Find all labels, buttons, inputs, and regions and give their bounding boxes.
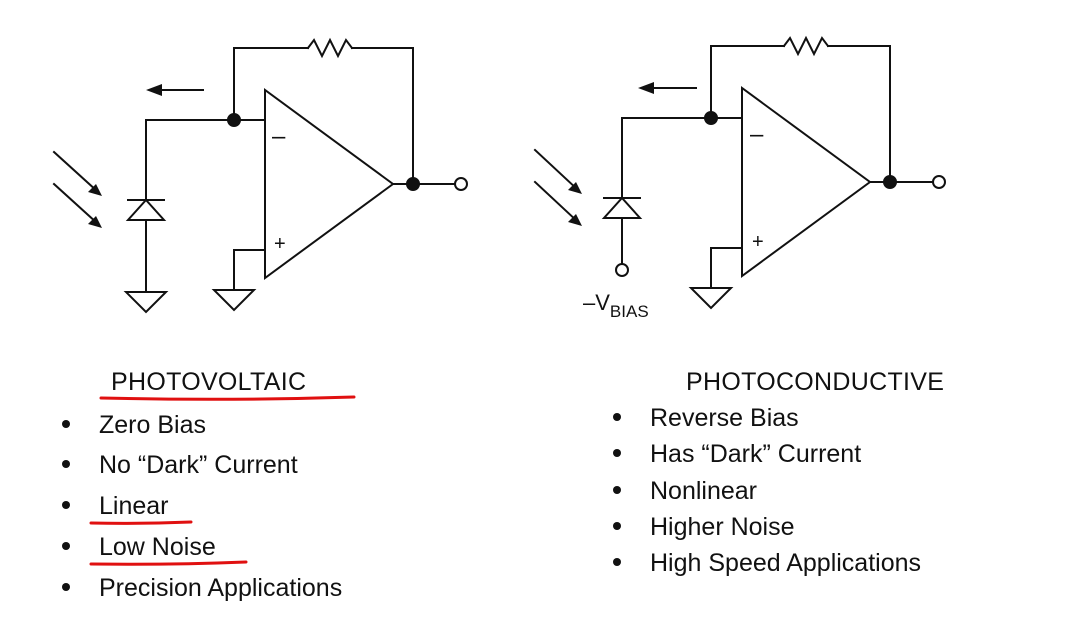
noninverting-ground-wire xyxy=(710,247,743,289)
item-label: Has “Dark” Current xyxy=(650,440,862,468)
item-label: Precision Applications xyxy=(99,574,343,602)
bias-voltage-prefix: –V xyxy=(583,290,610,315)
photovoltaic-item-no-dark-current: No “Dark” Current xyxy=(62,451,298,480)
highlight-underlines xyxy=(89,395,356,566)
junction-dot xyxy=(883,175,897,189)
noninverting-input-sign: + xyxy=(274,233,286,255)
current-arrow-head xyxy=(638,82,654,94)
bullet xyxy=(613,522,621,531)
underline-low-noise xyxy=(89,560,248,566)
bias-voltage-label: –VBIAS xyxy=(583,290,649,321)
photoconductive-item-has-dark-current: Has “Dark” Current xyxy=(613,440,861,469)
ground-symbol xyxy=(211,289,257,312)
item-label: Zero Bias xyxy=(99,411,206,439)
light-arrow-head xyxy=(568,182,582,194)
underline-linear xyxy=(89,520,193,525)
current-arrow-head xyxy=(146,84,162,96)
photoconductive-item-nonlinear: Nonlinear xyxy=(613,477,757,506)
photoconductive-item-higher-noise: Higher Noise xyxy=(613,513,795,542)
inverting-input-sign: – xyxy=(272,123,286,150)
light-arrow xyxy=(533,148,580,192)
light-arrow-head xyxy=(88,216,102,228)
photoconductive-item-reverse-bias: Reverse Bias xyxy=(613,404,799,433)
feedback-wire xyxy=(710,45,785,119)
photodiode-symbol xyxy=(125,198,167,221)
inverting-input-sign: – xyxy=(750,121,764,148)
photovoltaic-item-linear: Linear xyxy=(62,492,169,521)
bullet xyxy=(62,420,70,429)
photodiode-symbol xyxy=(601,196,643,219)
ground-symbol xyxy=(123,291,169,314)
item-label: Reverse Bias xyxy=(650,404,799,432)
op-amp-symbol xyxy=(741,86,872,278)
bullet xyxy=(62,460,70,469)
junction-dot xyxy=(704,111,718,125)
feedback-wire xyxy=(233,47,309,121)
underline-photovoltaic xyxy=(99,395,356,401)
light-arrow-head xyxy=(568,214,582,226)
junction-dot xyxy=(406,177,420,191)
item-label: Linear xyxy=(99,492,169,520)
bullet xyxy=(613,413,621,422)
item-label: Nonlinear xyxy=(650,477,758,505)
op-amp-symbol xyxy=(264,88,395,280)
photovoltaic-title: PHOTOVOLTAIC xyxy=(111,368,307,396)
bias-voltage-subscript: BIAS xyxy=(609,302,649,321)
noninverting-ground-wire xyxy=(233,249,266,291)
ground-symbol xyxy=(688,287,734,310)
item-label: Low Noise xyxy=(99,533,216,561)
bullet xyxy=(62,501,70,510)
photoconductive-circuit: – + xyxy=(533,35,946,310)
output-terminal xyxy=(932,175,946,189)
light-arrow xyxy=(52,150,100,194)
noninverting-input-sign: + xyxy=(752,231,764,253)
feedback-resistor xyxy=(306,37,354,59)
feedback-resistor xyxy=(782,35,830,57)
light-arrow xyxy=(533,180,580,224)
feedback-wire-right xyxy=(827,45,891,182)
bullet xyxy=(62,542,70,551)
photoconductive-item-high-speed-applications: High Speed Applications xyxy=(613,549,921,578)
photovoltaic-circuit: – + xyxy=(52,37,468,314)
feedback-wire-right xyxy=(351,47,414,184)
item-label: Higher Noise xyxy=(650,513,795,541)
item-label: High Speed Applications xyxy=(650,549,922,577)
photovoltaic-item-zero-bias: Zero Bias xyxy=(62,411,206,440)
bias-terminal xyxy=(615,263,629,277)
bullet xyxy=(613,486,621,495)
photovoltaic-item-precision-applications: Precision Applications xyxy=(62,574,342,603)
junction-dot xyxy=(227,113,241,127)
bullet xyxy=(62,583,70,592)
photoconductive-title: PHOTOCONDUCTIVE xyxy=(686,368,945,396)
light-arrow-head xyxy=(88,184,102,196)
output-terminal xyxy=(454,177,468,191)
light-arrow xyxy=(52,182,100,226)
item-label: No “Dark” Current xyxy=(99,451,298,479)
bullet xyxy=(613,558,621,567)
bullet xyxy=(613,449,621,458)
photovoltaic-item-low-noise: Low Noise xyxy=(62,533,216,562)
